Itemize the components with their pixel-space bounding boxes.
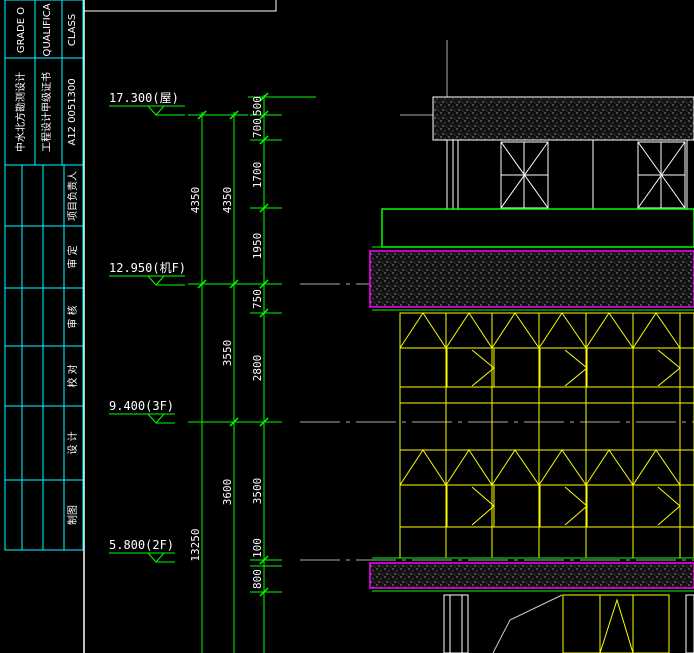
dim-text: 3500 [251,478,264,505]
machine-floor-slab [369,250,694,308]
title-block-row-label: 项目负责人 [66,171,79,221]
level-reference-lines [300,114,694,561]
parapet [381,208,694,248]
upper-windows [500,141,686,209]
dim-text: 800 [251,569,264,589]
dim-text: 3600 [221,479,234,506]
roof-slab [432,96,694,141]
level-marker-3f: 9.400(3F) [109,399,175,424]
facade-grid [399,312,694,559]
title-block-row-label: 校 对 [66,364,79,387]
dim-text: 3550 [221,340,234,367]
title-block-company-1: 中水北方勘测设计 [14,72,27,152]
level-marker-2f: 5.800(2F) [109,538,175,563]
title-block-row-label: 制图 [66,505,79,525]
dim-text: 500 [251,96,264,116]
level-marker-machine-floor: 12.950(机F) [109,261,186,286]
title-block-row-label: 审 定 [66,245,79,268]
ground-floor [443,594,694,653]
title-block-header-1: GRADE O [16,7,27,53]
title-block-header-3: CLASS [67,14,78,46]
dim-text: 100 [251,538,264,558]
level-markers: 17.300(屋) 12.950(机F) 9.400(3F) 5.800(2F) [109,91,186,563]
title-block-row-label: 审 核 [66,305,79,328]
dimension-lines [188,92,316,653]
drawing-frame [83,0,277,653]
dim-text: 4350 [221,187,234,214]
title-block: GRADE O QUALIFICA CLASS 中水北方勘测设计 工程设计甲级证… [4,0,84,551]
dim-text: 1700 [251,162,264,189]
title-block-company-3: A12 0051300 [67,78,78,145]
dim-text: 4350 [189,187,202,214]
level-label: 9.400(3F) [109,399,174,413]
dim-text: 1950 [251,233,264,260]
building-elevation [369,96,694,653]
second-floor-slab [369,562,694,589]
dim-text: 700 [251,118,264,138]
level-marker-roof: 17.300(屋) [109,91,185,116]
level-label: 12.950(机F) [109,261,186,275]
dimension-texts: 13250 4350 4350 3550 3600 500 700 1700 1… [189,96,264,589]
level-label: 17.300(屋) [109,91,179,105]
level-label: 5.800(2F) [109,538,174,552]
dim-text: 2800 [251,355,264,382]
title-block-company-2: 工程设计甲级证书 [40,72,53,152]
title-block-row-label: 设 计 [66,431,79,454]
upper-story [446,140,688,210]
title-block-header-2: QUALIFICA [42,3,53,56]
dim-text: 750 [251,289,264,309]
dim-text: 13250 [189,528,202,561]
